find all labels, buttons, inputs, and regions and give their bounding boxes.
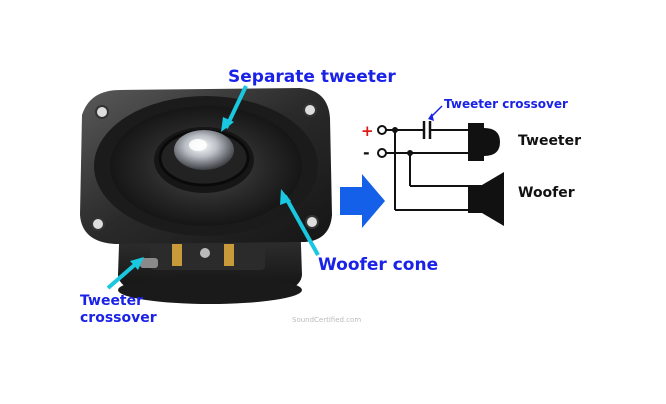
junction-node <box>392 127 398 133</box>
plus-symbol: + <box>361 122 374 140</box>
label-separate-tweeter: Separate tweeter <box>228 67 396 87</box>
terminal-tab <box>172 244 182 266</box>
terminal-positive <box>377 125 387 135</box>
label-tweeter-crossover-line2: crossover <box>80 310 157 326</box>
mount-hole <box>91 217 105 231</box>
tweeter-highlight <box>189 139 207 151</box>
mount-hole <box>303 103 317 117</box>
pointer-woofer <box>283 195 320 256</box>
mount-hole <box>305 215 319 229</box>
mount-hole <box>95 105 109 119</box>
pointer-tweeter-head <box>221 117 234 132</box>
crossover-capacitor <box>140 258 158 268</box>
tweeter-symbol-icon <box>468 123 500 161</box>
minus-symbol: - <box>363 143 370 162</box>
label-tweeter: Tweeter <box>518 133 581 149</box>
speaker-illustration <box>80 88 332 304</box>
wiring-schematic <box>380 105 480 211</box>
label-tweeter-crossover-line1: Tweeter <box>80 293 143 309</box>
schematic-nodes <box>377 113 434 158</box>
junction-node <box>407 150 413 156</box>
pointer-woofer-head <box>280 189 291 205</box>
pointer-schematic-crossover-head <box>428 113 434 121</box>
terminal-tab <box>224 244 234 266</box>
pointer-crossover-head <box>130 257 144 270</box>
pointers <box>106 85 320 290</box>
flow-arrow-icon <box>340 174 385 228</box>
watermark: SoundCertified.com <box>292 316 361 324</box>
label-schematic-crossover: Tweeter crossover <box>444 97 568 111</box>
speaker-magnet <box>118 276 302 304</box>
terminal-screw <box>200 248 210 258</box>
terminal-negative <box>377 148 387 158</box>
tweeter-dome <box>174 130 234 170</box>
pointer-crossover <box>106 260 140 290</box>
woofer-symbol-icon <box>468 172 504 226</box>
label-woofer: Woofer <box>518 185 575 201</box>
label-woofer-cone: Woofer cone <box>318 255 438 275</box>
